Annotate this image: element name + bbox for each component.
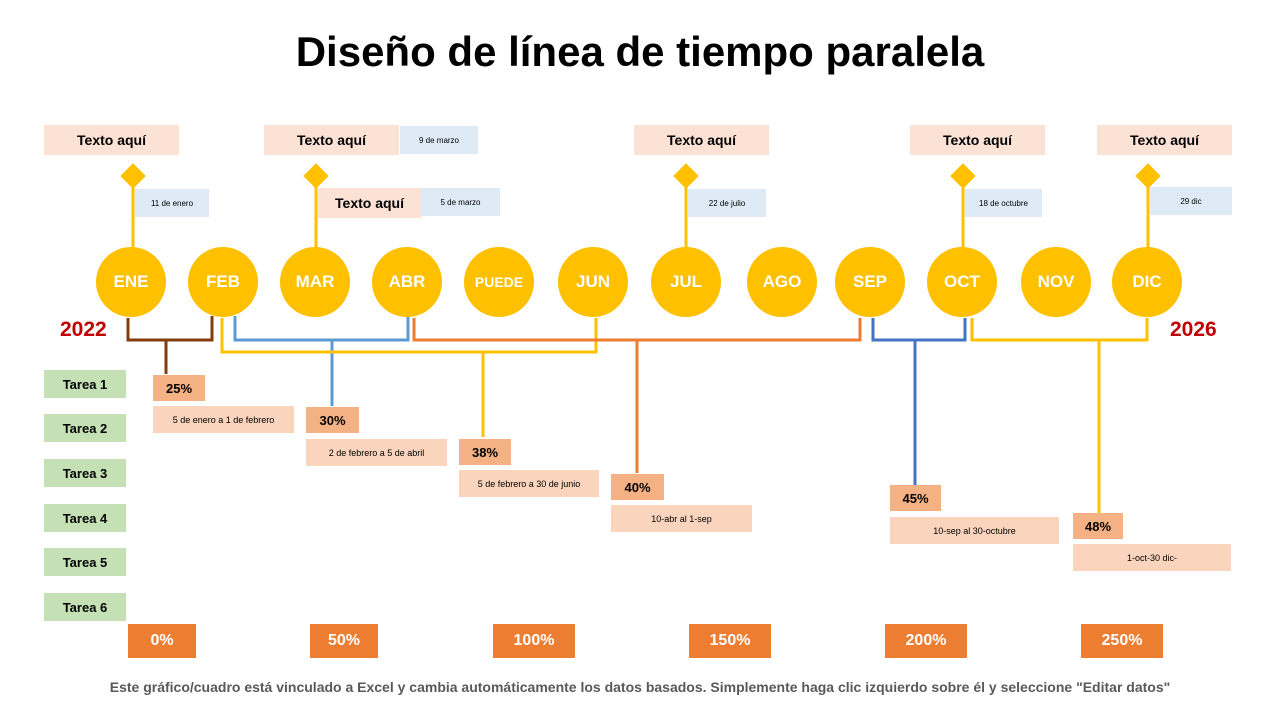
- month-circle-ago: AGO: [747, 247, 817, 317]
- milestone-label: Texto aquí: [634, 125, 769, 155]
- milestone-date: 9 de marzo: [400, 126, 478, 154]
- month-circle-nov: NOV: [1021, 247, 1091, 317]
- task-label-1: Tarea 1: [44, 370, 126, 398]
- task3-connector: [220, 318, 598, 437]
- task2-connector: [233, 316, 410, 406]
- milestone-label: Texto aquí: [44, 125, 179, 155]
- milestone-date: 29 dic: [1150, 187, 1232, 215]
- axis-label-50: 50%: [310, 624, 378, 658]
- month-circle-ene: ENE: [96, 247, 166, 317]
- year-end: 2026: [1170, 318, 1217, 341]
- axis-label-100: 100%: [493, 624, 575, 658]
- milestone-date: 22 de julio: [688, 189, 766, 217]
- task-label-2: Tarea 2: [44, 414, 126, 442]
- milestone-date: 5 de marzo: [421, 188, 500, 216]
- task4-range: 10-abr al 1-sep: [611, 505, 752, 532]
- task-label-6: Tarea 6: [44, 593, 126, 621]
- task2-percent: 30%: [306, 407, 359, 433]
- milestone-date: 18 de octubre: [965, 189, 1042, 217]
- task6-connector: [970, 318, 1149, 513]
- month-circle-feb: FEB: [188, 247, 258, 317]
- milestone-date: 11 de enero: [135, 189, 209, 217]
- task1-percent: 25%: [153, 375, 205, 401]
- task6-range: 1-oct-30 dic-: [1073, 544, 1231, 571]
- month-circle-sep: SEP: [835, 247, 905, 317]
- task3-percent: 38%: [459, 439, 511, 465]
- month-circle-puede: PUEDE: [464, 247, 534, 317]
- milestone-stems: [131, 185, 1150, 248]
- task5-percent: 45%: [890, 485, 941, 511]
- month-circle-jun: JUN: [558, 247, 628, 317]
- task-label-5: Tarea 5: [44, 548, 126, 576]
- milestone-label: Texto aquí: [1097, 125, 1232, 155]
- milestone-label: Texto aquí: [264, 125, 399, 155]
- task5-range: 10-sep al 30-octubre: [890, 517, 1059, 544]
- milestone-label: Texto aquí: [318, 188, 421, 218]
- month-circle-abr: ABR: [372, 247, 442, 317]
- axis-label-250: 250%: [1081, 624, 1163, 658]
- task-label-4: Tarea 4: [44, 504, 126, 532]
- year-start: 2022: [60, 318, 107, 341]
- task3-range: 5 de febrero a 30 de junio: [459, 470, 599, 497]
- page-title: Diseño de línea de tiempo paralela: [295, 28, 985, 75]
- task4-connector: [412, 318, 862, 473]
- month-circle-dic: DIC: [1112, 247, 1182, 317]
- task1-connector: [126, 316, 214, 374]
- task6-percent: 48%: [1073, 513, 1123, 539]
- milestone-label: Texto aquí: [910, 125, 1045, 155]
- task1-range: 5 de enero a 1 de febrero: [153, 406, 294, 433]
- footer-note: Este gráfico/cuadro está vinculado a Exc…: [109, 679, 1171, 695]
- axis-label-0: 0%: [128, 624, 196, 658]
- month-circle-mar: MAR: [280, 247, 350, 317]
- task4-percent: 40%: [611, 474, 664, 500]
- task5-connector: [871, 318, 967, 485]
- month-circle-oct: OCT: [927, 247, 997, 317]
- task2-range: 2 de febrero a 5 de abril: [306, 439, 447, 466]
- task-label-3: Tarea 3: [44, 459, 126, 487]
- axis-label-150: 150%: [689, 624, 771, 658]
- axis-label-200: 200%: [885, 624, 967, 658]
- month-circle-jul: JUL: [651, 247, 721, 317]
